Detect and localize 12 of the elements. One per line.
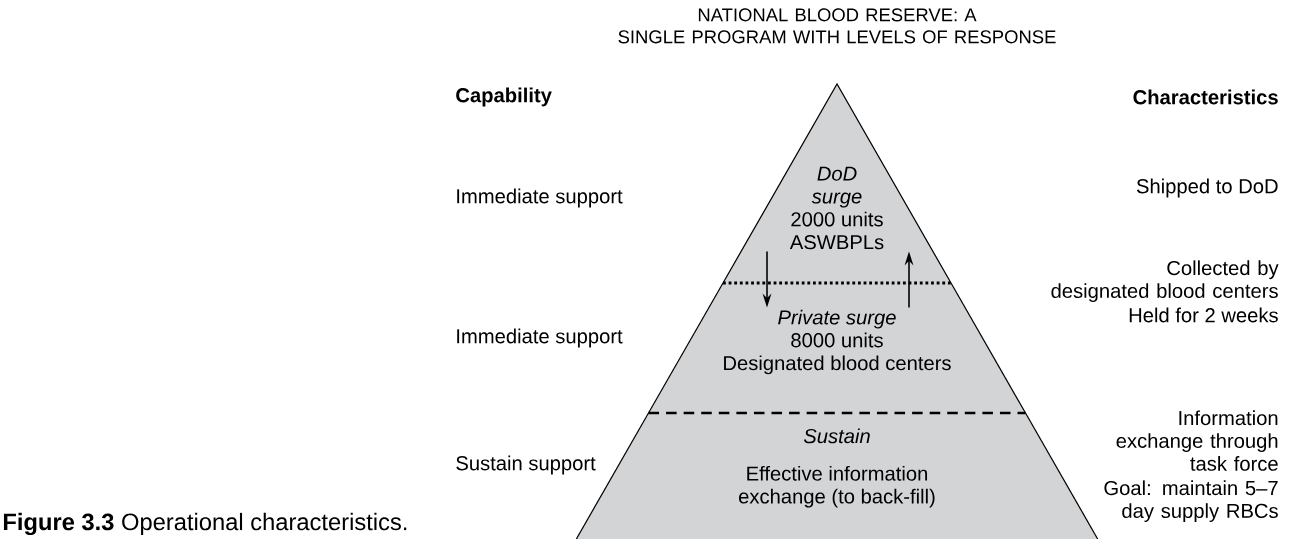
label: Capability: [456, 87, 552, 107]
title: NATIONAL BLOOD RESERVE: A SINGLE PROGRAM WITH LEVELS OF RESPONSE: [618, 8, 1056, 44]
pyramid-band: Private surge 8000 units Designated blood centers: [647, 282, 1027, 414]
label: Shipped to DoD: [1136, 178, 1278, 198]
label: Collected by designated blood centers: [1051, 260, 1279, 302]
pyramid-band: DoD surge 2000 units ASWBPLs: [722, 82, 952, 284]
label: Immediate support: [457, 188, 623, 208]
label: Information exchange through task force: [1116, 410, 1278, 471]
label: Immediate support: [457, 328, 623, 348]
label: Held for 2 weeks: [1129, 307, 1278, 323]
caption: Figure 3.3 Operational characteristics.: [3, 512, 407, 536]
label: Characteristics: [1133, 89, 1278, 105]
